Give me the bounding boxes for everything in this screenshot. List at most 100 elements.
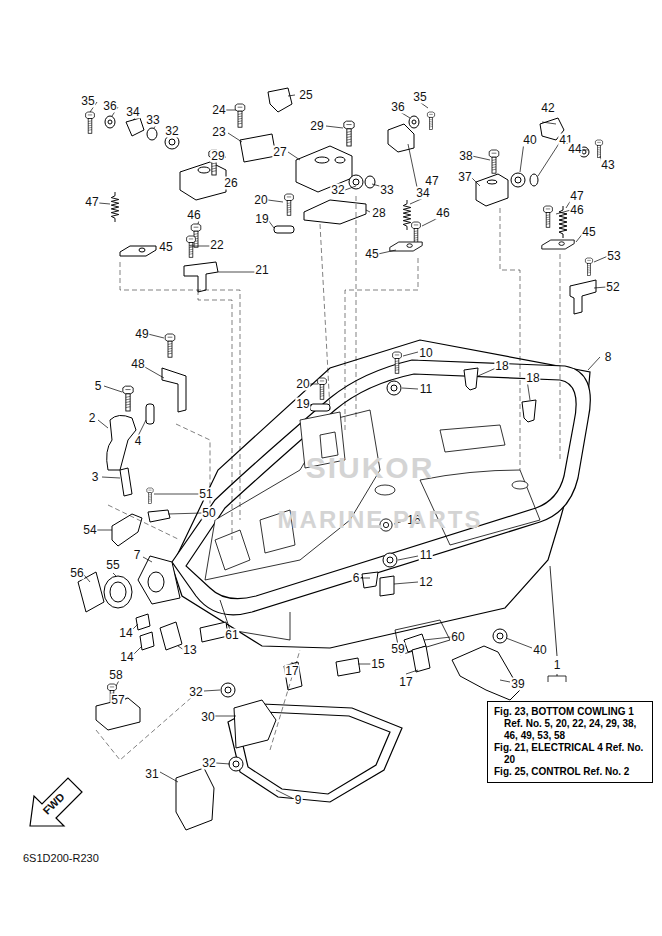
callout-number: 51: [198, 488, 213, 501]
drawing-part: [205, 410, 380, 580]
drawing-part: [336, 658, 360, 676]
callout-number: 30: [200, 711, 215, 724]
drawing-part: [548, 674, 566, 682]
callout-number: 32: [201, 757, 216, 770]
callout-number: 45: [581, 226, 596, 239]
callout-number: 50: [201, 507, 216, 520]
callout-number: 36: [390, 101, 405, 114]
drawing-part: [186, 374, 576, 599]
callout-number: 45: [158, 241, 173, 254]
drawing-part: [390, 242, 422, 251]
callout-number: 20: [295, 378, 310, 391]
drawing-part: [90, 95, 370, 272]
drawing-part: [221, 683, 235, 697]
drawing-part: [162, 368, 186, 412]
drawing-part: [184, 262, 218, 292]
callout-number: 38: [458, 150, 473, 163]
drawing-part: [365, 176, 375, 188]
drawing-part: [187, 236, 196, 257]
callout-number: 47: [424, 175, 439, 188]
drawing-part: [105, 116, 115, 128]
callout-number: 46: [569, 204, 584, 217]
drawing-part: [172, 360, 590, 615]
drawing-part: [375, 485, 395, 495]
callout-number: 55: [105, 559, 120, 572]
reference-note: Fig. 25, CONTROL Ref. No. 2: [494, 766, 648, 778]
callout-number: 9: [294, 794, 303, 807]
drawing-part: [349, 175, 363, 189]
callout-number: 1: [553, 659, 562, 672]
drawing-part: [146, 404, 154, 424]
drawing-part: [235, 104, 245, 127]
callout-number: 34: [125, 106, 140, 119]
drawing-code: 6S1D200-R230: [22, 852, 100, 865]
drawing-part: [304, 200, 366, 224]
drawing-part: [403, 200, 411, 230]
callout-number: 29: [210, 150, 225, 163]
callout-number: 35: [412, 91, 427, 104]
drawing-part: [111, 192, 119, 222]
callout-number: 23: [211, 126, 226, 139]
callout-number: 6: [352, 572, 361, 585]
drawing-part: [383, 553, 397, 567]
drawing-part: [544, 206, 553, 227]
callout-number: 15: [370, 658, 385, 671]
drawing-part: [107, 415, 136, 470]
callout-number: 17: [284, 665, 299, 678]
drawing-part: [285, 194, 294, 215]
drawing-part: [570, 280, 596, 314]
drawing-part: [147, 488, 153, 503]
drawing-part: [274, 226, 294, 233]
drawing-part: [126, 118, 144, 136]
callout-number: 26: [223, 177, 238, 190]
drawing-part: [595, 140, 602, 157]
callout-number: 33: [379, 184, 394, 197]
bottom-cowling: [172, 340, 590, 655]
drawing-part: [136, 614, 150, 630]
callout-number: 40: [532, 644, 547, 657]
callout-number: 35: [80, 95, 95, 108]
callout-number: 43: [600, 159, 615, 172]
drawing-part: [84, 334, 530, 582]
callout-number: 18: [525, 372, 540, 385]
reference-note: Fig. 23, BOTTOM COWLING 1 Ref. No. 5, 20…: [494, 706, 648, 742]
callout-number: 60: [450, 631, 465, 644]
drawing-part: [388, 124, 414, 152]
callout-number: 57: [110, 694, 125, 707]
watermark: MARINE PARTS: [278, 506, 483, 534]
drawing-part: [511, 173, 525, 187]
fig-bracket: [548, 566, 566, 682]
callout-number: 21: [254, 264, 269, 277]
drawing-part: [412, 222, 421, 243]
drawing-part: [284, 662, 302, 690]
drawing-part: [412, 646, 430, 672]
drawing-part: [147, 128, 157, 140]
drawing-part: [315, 157, 329, 163]
callout-number: 10: [418, 347, 433, 360]
drawing-part: [512, 481, 528, 489]
callout-number: 28: [371, 207, 386, 220]
drawing-part: [409, 116, 419, 128]
callout-number: 25: [298, 89, 313, 102]
callout-number: 32: [188, 686, 203, 699]
callout-number: 11: [419, 383, 433, 396]
drawing-part: [489, 150, 499, 173]
drawing-part: [172, 340, 590, 648]
callout-number: 20: [253, 194, 268, 207]
drawing-part: [530, 174, 538, 186]
drawing-part: [452, 646, 520, 700]
callout-number: 3: [91, 471, 100, 484]
callout-number: 32: [164, 125, 179, 138]
callout-number: 27: [272, 146, 287, 159]
leader-lines: [84, 95, 608, 798]
drawing-part: [233, 761, 239, 767]
callout-number: 59: [390, 643, 405, 656]
drawing-part: [497, 633, 503, 639]
callout-number: 33: [145, 114, 160, 127]
fwd-arrow: [30, 778, 82, 826]
drawing-part: [215, 412, 345, 570]
callout-number: 24: [211, 104, 226, 117]
callout-number: 8: [604, 351, 613, 364]
callout-number: 4: [134, 435, 143, 448]
drawing-part: [393, 352, 402, 373]
